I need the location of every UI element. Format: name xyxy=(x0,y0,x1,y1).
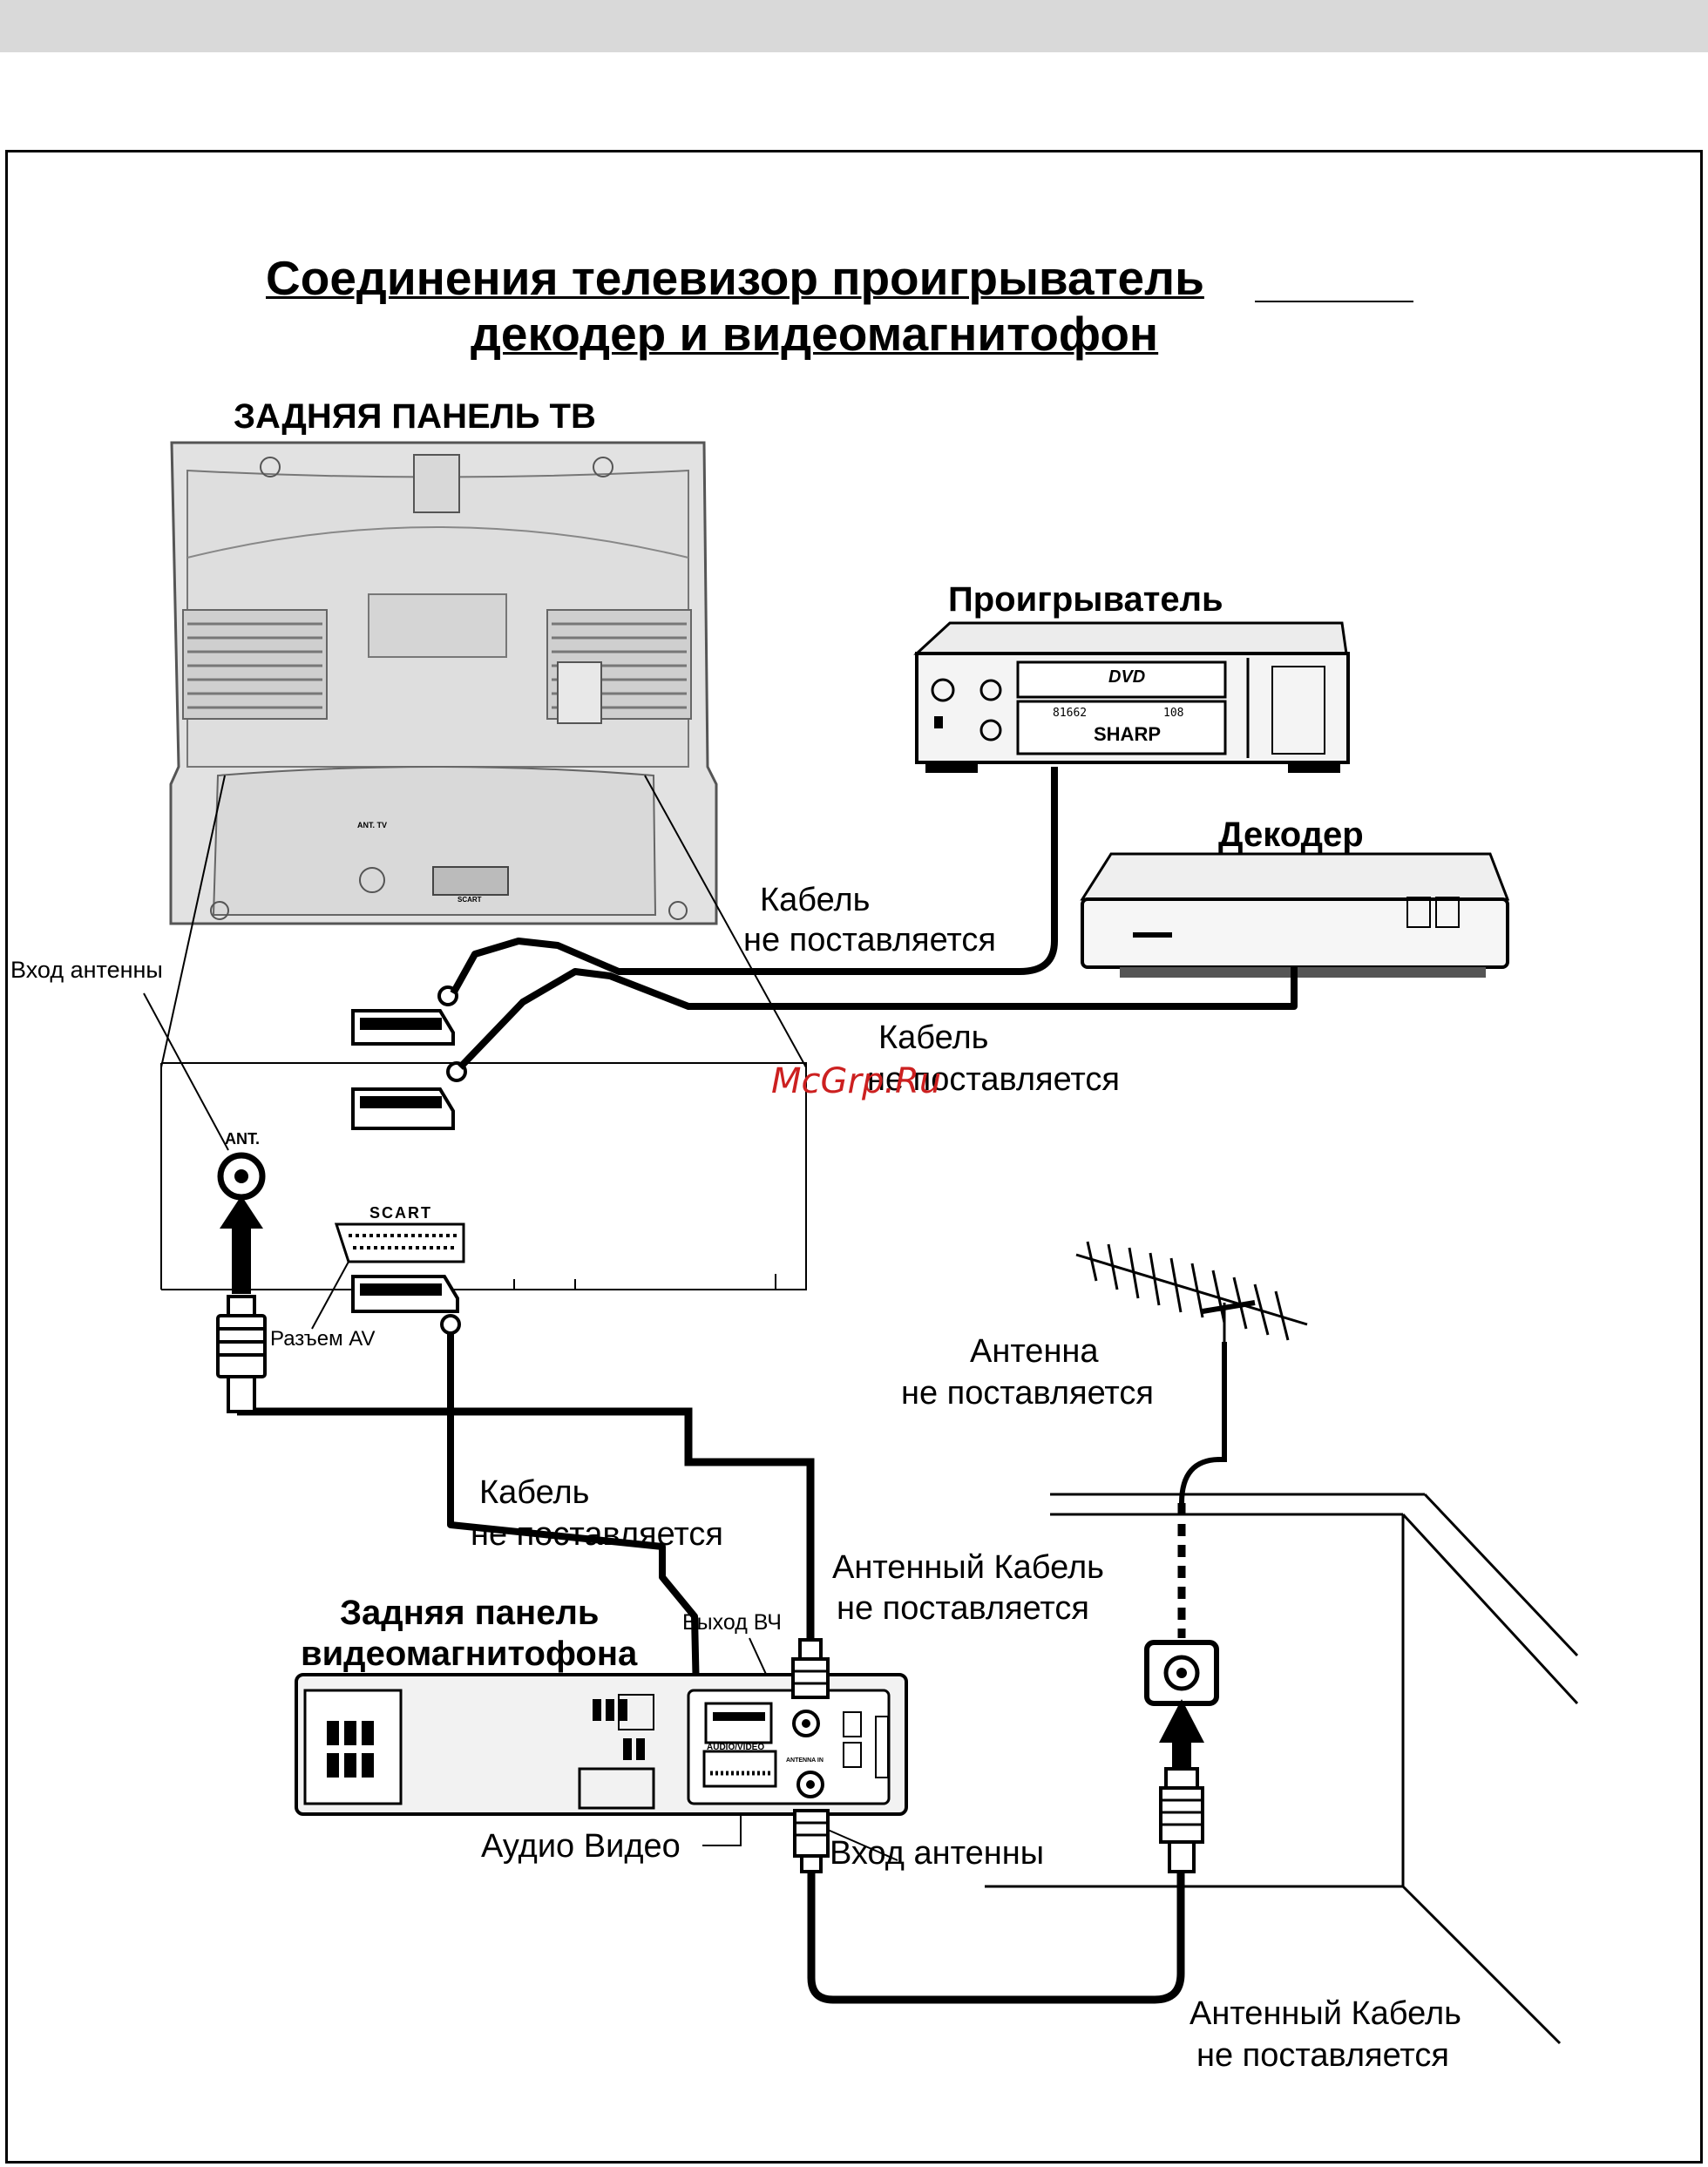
scart-plug-top xyxy=(351,985,458,1046)
antenna-input-vcr-label: Вход антенны xyxy=(830,1835,1045,1872)
title-line-1: Соединения телевизор проигрыватель xyxy=(266,251,1204,305)
title-line-2: декодер и видеомагнитофон xyxy=(471,307,1159,361)
vcr-back-panel-label-line-1: Задняя панель xyxy=(340,1594,600,1632)
tv-back-panel-drawing xyxy=(169,441,718,925)
audio-video-label: Аудио Видео xyxy=(481,1828,681,1865)
outdoor-antenna-drawing xyxy=(1075,1241,1308,1342)
antenna-cable-1-label-line-2: не поставляется xyxy=(837,1590,1089,1627)
tv-scart-small-label: SCART xyxy=(458,896,482,904)
tv-antenna-plug xyxy=(216,1195,267,1413)
tv-vent-left xyxy=(182,609,328,720)
cable-2-label-line-1: Кабель xyxy=(878,1019,989,1056)
vcr-antenna-small-label: ANTENNA IN xyxy=(786,1757,824,1764)
antenna-label-line-2: не поставляется xyxy=(901,1375,1154,1412)
cable-3-label-line-1: Кабель xyxy=(479,1474,590,1511)
antenna-cable-1-label-line-1: Антенный Кабель xyxy=(832,1549,1104,1586)
tv-connector-panel xyxy=(160,775,807,1290)
tv-ant-small-label: ANT. TV xyxy=(357,821,388,830)
rf-out-label: Выход ВЧ xyxy=(682,1610,782,1635)
antenna-cable-bottom xyxy=(807,1872,1185,2004)
cable-3-label-line-2: не поставляется xyxy=(471,1516,723,1553)
vcr-back-drawing xyxy=(295,1673,908,1816)
antenna-mast-cable xyxy=(1179,1342,1227,1504)
antenna-input-tv-label: Вход антенны xyxy=(10,957,163,983)
cable-2-label-line-2: не поставляется xyxy=(867,1061,1120,1098)
diagram-frame xyxy=(5,150,1703,2164)
dvd-player-drawing xyxy=(913,621,1350,773)
player-label: Проигрыватель xyxy=(948,580,1223,619)
rf-cable xyxy=(237,1407,815,1640)
antenna-label-line-1: Антенна xyxy=(970,1333,1099,1370)
cable-1-label-line-2: не поставляется xyxy=(743,922,996,958)
scart-plug-mid xyxy=(351,1061,467,1130)
vcr-back-panel-label-line-2: видеомагнитофона xyxy=(301,1635,638,1673)
scart-plug-bottom xyxy=(351,1275,461,1335)
decoder-label: Декодер xyxy=(1218,816,1364,854)
ant-port-label: ANT. xyxy=(225,1130,260,1148)
dvd-logo: DVD xyxy=(1108,667,1146,687)
wall-antenna-plug xyxy=(1159,1699,1204,1873)
dvd-display-right: 108 xyxy=(1163,707,1184,720)
dvd-display-left: 81662 xyxy=(1053,707,1088,720)
room-wall-lines xyxy=(985,1493,1579,2045)
vcr-antenna-in-plug xyxy=(793,1809,830,1873)
ant-socket xyxy=(217,1152,266,1201)
decoder-drawing xyxy=(1080,852,1510,978)
top-bar xyxy=(0,0,1708,52)
watermark: McGrp.Ru xyxy=(771,1061,942,1101)
cable-1-label-line-1: Кабель xyxy=(760,882,871,918)
scart-socket xyxy=(334,1222,465,1263)
av-connector-label: Разъем AV xyxy=(270,1327,376,1351)
antenna-cable-2-label-line-1: Антенный Кабель xyxy=(1190,1995,1461,2032)
scart-port-label: SCART xyxy=(369,1204,432,1222)
vcr-rf-out-plug xyxy=(791,1638,830,1699)
tv-back-panel-label: ЗАДНЯЯ ПАНЕЛЬ ТВ xyxy=(234,397,596,436)
vcr-audio-video-small-label: AUDIO/VIDEO xyxy=(707,1743,765,1752)
antenna-cable-2-label-line-2: не поставляется xyxy=(1196,2037,1449,2074)
dvd-brand: SHARP xyxy=(1094,723,1162,745)
wall-socket xyxy=(1144,1640,1219,1706)
